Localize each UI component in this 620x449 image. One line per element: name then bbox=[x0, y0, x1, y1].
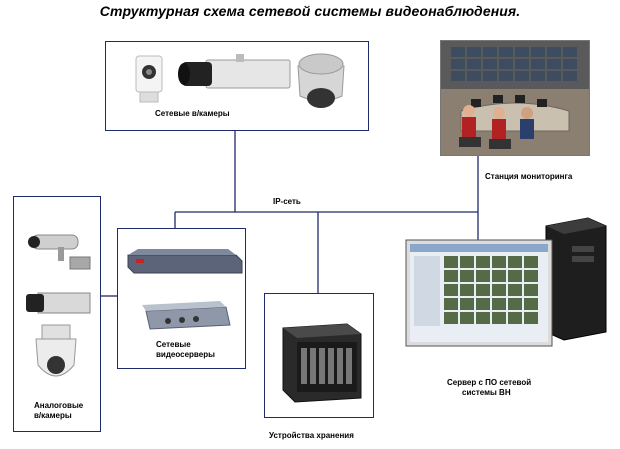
nas-storage-icon bbox=[282, 323, 362, 403]
network-cameras-box: Сетевые в/камеры bbox=[105, 41, 369, 131]
storage-box bbox=[264, 293, 374, 418]
server-label-line1: Сервер с ПО сетевой bbox=[447, 378, 532, 387]
analog-cameras-box: Аналоговые в/камеры bbox=[13, 196, 101, 432]
cube-camera-icon bbox=[135, 55, 163, 103]
diagram-title: Структурная схема сетевой системы видеон… bbox=[99, 3, 521, 19]
monitor-icon bbox=[405, 239, 553, 347]
analog-cameras-illustration bbox=[26, 234, 91, 377]
video-servers-label-line2: видеосерверы bbox=[156, 350, 215, 359]
analog-cameras-label-line1: Аналоговые bbox=[34, 401, 84, 410]
bullet-camera-icon bbox=[28, 234, 91, 270]
video-servers-label-line1: Сетевые bbox=[156, 340, 191, 349]
network-cameras-label: Сетевые в/камеры bbox=[155, 109, 230, 118]
analog-dome-camera-icon bbox=[35, 324, 77, 377]
analog-cameras-label-line2: в/камеры bbox=[34, 411, 72, 420]
video-servers-illustration bbox=[127, 249, 243, 330]
monitoring-station-photo bbox=[440, 40, 590, 156]
network-cameras-illustration bbox=[135, 53, 345, 108]
storage-illustration bbox=[282, 323, 362, 403]
control-room-illustration bbox=[441, 41, 589, 155]
server-label-line2: системы ВН bbox=[462, 388, 511, 397]
dome-camera-icon bbox=[297, 53, 345, 108]
analog-box-camera-icon bbox=[26, 292, 91, 314]
video-server-encoder-icon bbox=[142, 301, 231, 330]
storage-label: Устройства хранения bbox=[269, 431, 354, 440]
monitoring-station-label: Станция мониторинга bbox=[485, 172, 573, 181]
ip-network-label: IP-сеть bbox=[273, 197, 301, 206]
server-tower-icon bbox=[545, 217, 607, 341]
box-camera-icon bbox=[178, 54, 291, 89]
video-server-rack-icon bbox=[127, 249, 243, 274]
video-servers-box: Сетевые видеосерверы bbox=[117, 228, 246, 369]
